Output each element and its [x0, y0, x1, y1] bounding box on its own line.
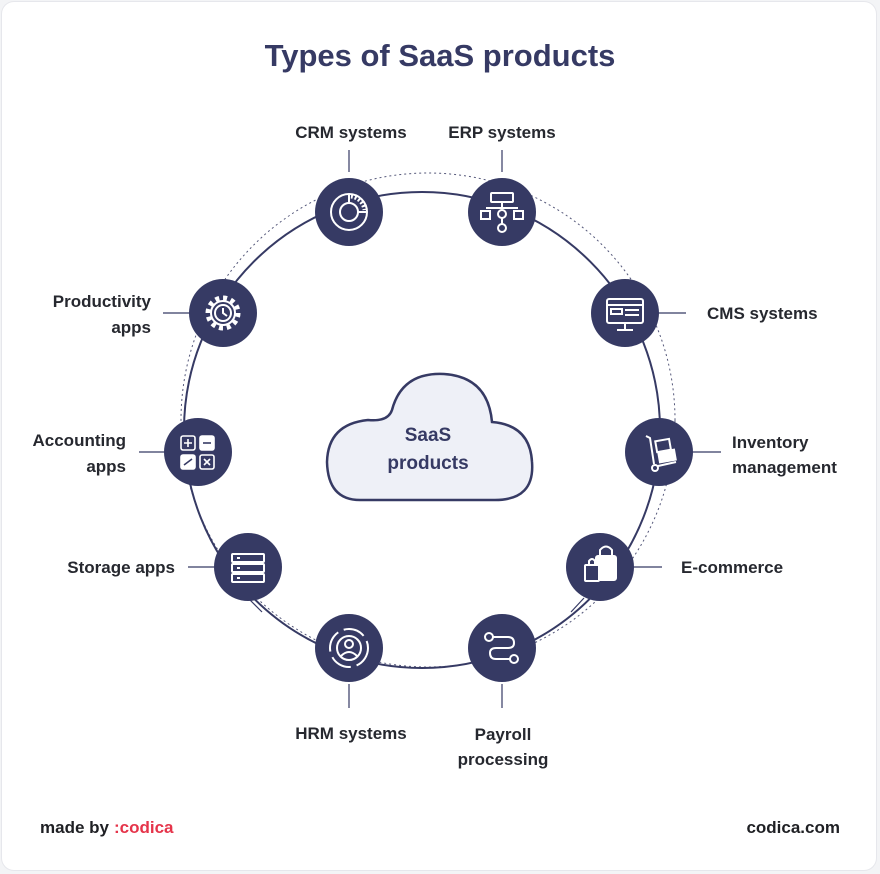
center-cloud: SaaS products: [325, 372, 534, 502]
center-label-line2: products: [387, 453, 468, 474]
label-cms: CMS systems: [707, 304, 818, 323]
label-inventory-line2: management: [732, 458, 837, 477]
node-inventory: [625, 418, 693, 486]
label-accounting-line1: Accounting: [33, 431, 127, 450]
flowchart-icon: [480, 192, 524, 233]
node-labels: CRM systems ERP systems CMS systems Inve…: [33, 123, 838, 769]
calculator-icon: [180, 435, 215, 470]
label-ecommerce: E-commerce: [681, 558, 783, 577]
outer-dotted-ring: [180, 172, 676, 668]
label-productivity-line1: Productivity: [53, 292, 152, 311]
label-payroll-line2: processing: [458, 750, 549, 769]
server-icon: [231, 553, 265, 583]
label-hrm: HRM systems: [295, 724, 407, 743]
label-storage: Storage apps: [67, 558, 175, 577]
connector-lines: [139, 150, 721, 708]
label-crm: CRM systems: [295, 123, 407, 142]
node-erp: [468, 178, 536, 246]
hand-truck-icon: [645, 435, 677, 472]
label-erp: ERP systems: [448, 123, 555, 142]
pie-chart-icon: [330, 193, 368, 231]
node-cms: [591, 279, 659, 347]
label-inventory-line1: Inventory: [732, 433, 809, 452]
node-storage: [214, 533, 282, 601]
made-by-text: made by: [40, 818, 109, 837]
node-accounting: [164, 418, 232, 486]
process-flow-icon: [484, 632, 519, 664]
page-title: Types of SaaS products: [264, 38, 616, 73]
footer-made-by: made by:codica: [40, 818, 174, 838]
node-ecommerce: [566, 533, 634, 601]
person-cycle-icon: [329, 628, 369, 668]
center-label-line1: SaaS: [405, 425, 451, 446]
footer-site-link[interactable]: codica.com: [746, 818, 840, 837]
label-payroll-line1: Payroll: [475, 725, 532, 744]
node-productivity: [189, 279, 257, 347]
node-hrm: [315, 614, 383, 682]
gear-clock-icon: [205, 295, 241, 331]
brand-logo-text[interactable]: :codica: [113, 818, 174, 837]
node-crm: [315, 178, 383, 246]
node-payroll: [468, 614, 536, 682]
shopping-bag-icon: [584, 545, 617, 582]
monitor-icon: [606, 298, 644, 331]
label-accounting-line2: apps: [86, 457, 126, 476]
label-productivity-line2: apps: [111, 318, 151, 337]
